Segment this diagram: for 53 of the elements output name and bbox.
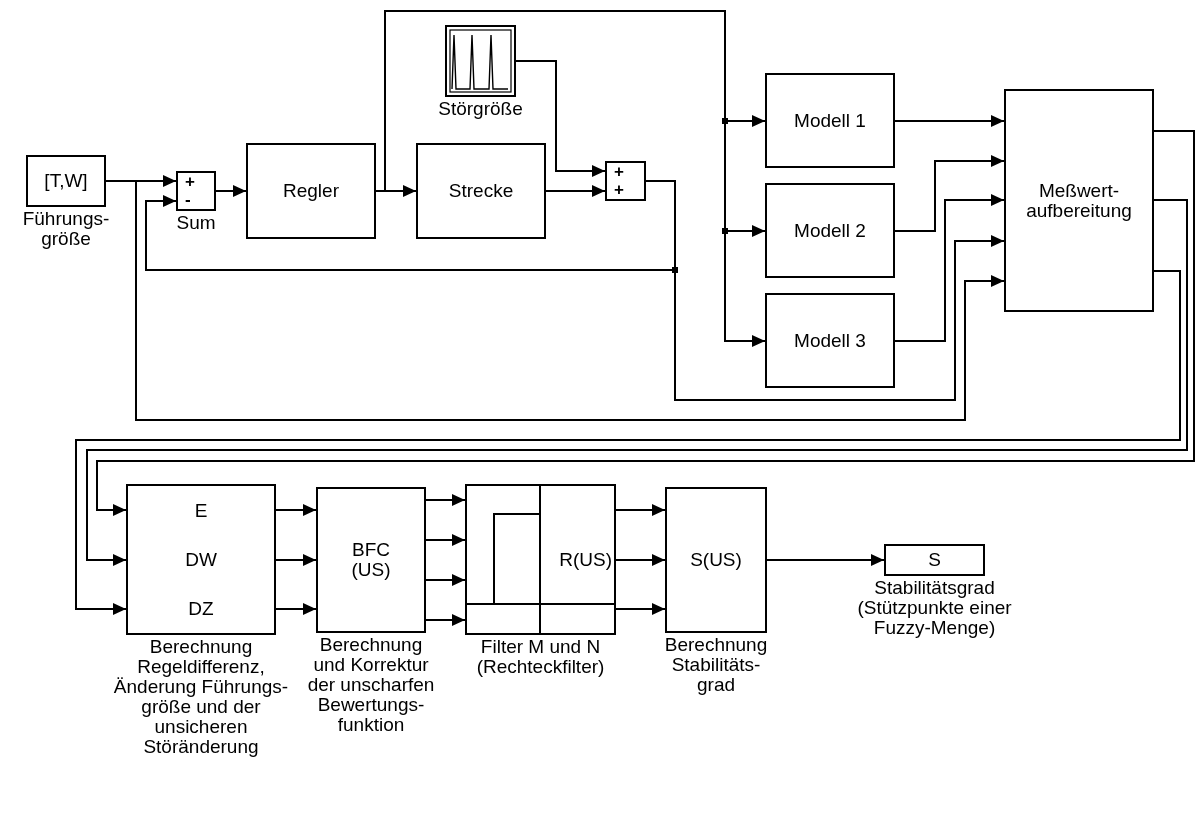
signal-arrow xyxy=(894,155,1005,232)
block-box xyxy=(1004,89,1154,312)
signal-arrow xyxy=(86,199,1188,566)
block-label: Regler xyxy=(283,181,339,201)
sign-label: + xyxy=(614,164,624,180)
signal-arrow xyxy=(894,194,1005,342)
block-label: Modell 1 xyxy=(794,110,866,131)
signal-arrow xyxy=(275,504,317,516)
block-box xyxy=(765,73,895,168)
sign-label: - xyxy=(185,192,191,208)
signal-arrow xyxy=(96,130,1195,516)
signal-arrow xyxy=(75,270,1181,615)
block-box xyxy=(246,143,376,239)
block-caption: Stabilitätsgrad (Stützpunkte einer Fuzzy-Menge) xyxy=(856,578,1013,638)
block-label: S(US) xyxy=(690,550,742,570)
signal-arrow xyxy=(515,60,606,177)
block-caption: Berechnung Regeldifferenz, Änderung Führungs- größe und der unsicheren Störänderung xyxy=(113,637,289,757)
block-caption: Sum xyxy=(175,213,217,233)
signal-arrow xyxy=(615,504,666,516)
signal-arrow xyxy=(275,554,317,566)
block-caption: Berechnung Stabilitäts- grad xyxy=(663,635,769,695)
signal-arrow xyxy=(894,115,1005,127)
signal-arrow xyxy=(615,603,666,615)
block-caption: Führungs- größe xyxy=(21,209,111,249)
sign-label: + xyxy=(614,182,624,198)
signal-arrow xyxy=(766,554,885,566)
block-label: Modell 2 xyxy=(794,220,866,241)
block-label: Strecke xyxy=(448,181,514,201)
signal-arrow xyxy=(545,185,606,197)
block-label: E xyxy=(194,500,208,521)
block-box xyxy=(416,143,546,239)
signal-arrow xyxy=(275,603,317,615)
block-label: S xyxy=(928,550,941,570)
block-caption: Störgröße xyxy=(437,99,524,119)
sign-label: + xyxy=(185,174,195,190)
block-caption: Filter M und N (Rechteckfilter) xyxy=(475,637,606,677)
signal-arrow xyxy=(425,494,466,506)
signal-arrow xyxy=(425,574,466,586)
block-label: DZ xyxy=(188,598,214,619)
signal-arrow xyxy=(425,534,466,546)
block-label: DW xyxy=(185,549,217,570)
sum-block xyxy=(605,161,646,201)
block-caption: Berechnung und Korrektur der unscharfen Bewertungs- funktion xyxy=(306,635,436,735)
block-label: BFC (US) xyxy=(350,540,392,580)
signal-arrow xyxy=(615,554,666,566)
block-box xyxy=(765,183,895,278)
block-box xyxy=(765,293,895,388)
signal-arrow xyxy=(425,614,466,626)
signal-arrow xyxy=(215,185,247,197)
block-label: [T,W] xyxy=(44,171,88,191)
block-label: R(US) xyxy=(559,550,612,570)
block-label: Meßwert- aufbereitung xyxy=(1025,180,1133,221)
block-label: Modell 3 xyxy=(794,330,866,351)
